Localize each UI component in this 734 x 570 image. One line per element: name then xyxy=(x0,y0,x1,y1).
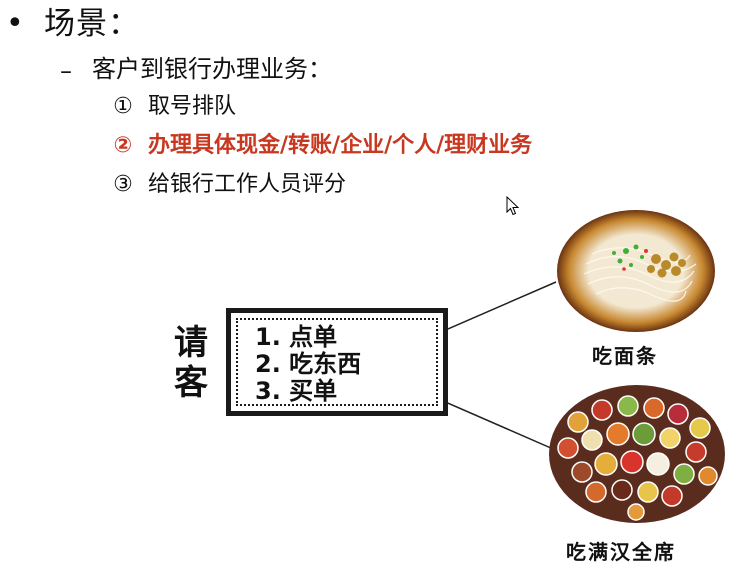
bullet-dot: • xyxy=(6,6,24,41)
step-item-highlighted: ② 办理具体现金/转账/企业/个人/理财业务 xyxy=(110,131,532,161)
banquet-dishes-image xyxy=(548,384,726,524)
menu-item: 3. 买单 xyxy=(255,377,338,405)
step-text: 办理具体现金/转账/企业/个人/理财业务 xyxy=(148,133,533,158)
mouse-pointer-icon xyxy=(506,196,520,216)
invite-char: 请 xyxy=(174,323,208,363)
step-text: 给银行工作人员评分 xyxy=(148,172,347,197)
food-caption-noodles: 吃面条 xyxy=(592,344,658,368)
menu-item: 2. 吃东西 xyxy=(255,350,362,378)
menu-item: 1. 点单 xyxy=(255,323,338,351)
sub-bullet-dash: – xyxy=(60,57,72,85)
step-text: 取号排队 xyxy=(148,94,237,119)
slide-title: 场景： xyxy=(44,6,140,42)
invite-char: 客 xyxy=(174,363,208,403)
step-item: ① 取号排队 xyxy=(110,92,236,122)
step-number: ① xyxy=(113,94,133,119)
step-number: ② xyxy=(113,133,133,158)
invite-label: 请 客 xyxy=(168,323,214,403)
menu-box: 1. 点单 2. 吃东西 3. 买单 xyxy=(226,308,448,416)
menu-box-inner-border xyxy=(236,318,438,406)
food-caption-feast: 吃满汉全席 xyxy=(566,540,676,564)
subheading: 客户到银行办理业务： xyxy=(92,55,332,83)
noodle-bowl-image xyxy=(556,209,716,333)
step-number: ③ xyxy=(113,172,133,197)
step-item: ③ 给银行工作人员评分 xyxy=(110,170,346,200)
